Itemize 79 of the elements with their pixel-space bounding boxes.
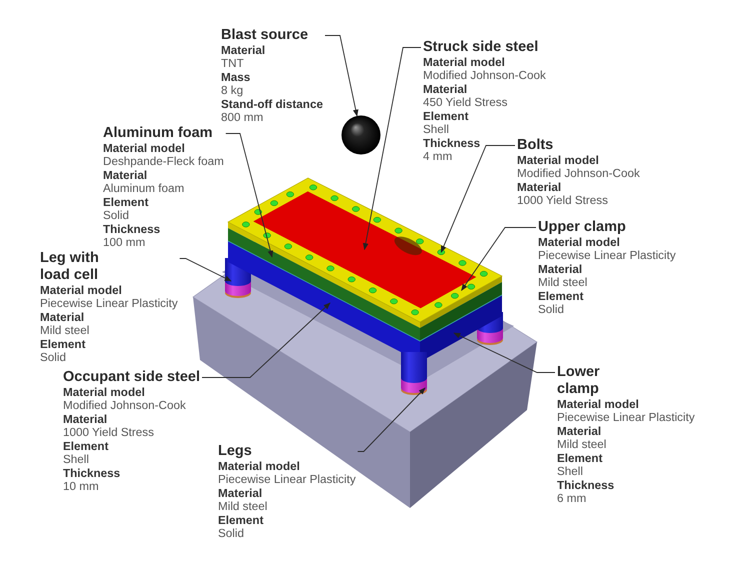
leader-line bbox=[461, 227, 536, 291]
property-value: 8 kg bbox=[221, 84, 244, 98]
property-name: Material bbox=[63, 412, 108, 426]
property-name: Material bbox=[40, 310, 84, 324]
property-name: Material model bbox=[423, 56, 505, 69]
property-name: Material bbox=[218, 486, 262, 500]
property-name: Thickness bbox=[63, 466, 120, 480]
property-name: Thickness bbox=[557, 478, 614, 492]
property-value: 4 mm bbox=[423, 150, 452, 164]
property-value: 6 mm bbox=[557, 492, 586, 506]
callout-title: Legs bbox=[218, 442, 252, 460]
callout-title: Leg with load cell bbox=[40, 250, 100, 284]
callout-title: Aluminum foam bbox=[103, 124, 213, 142]
property-name: Material model bbox=[63, 386, 145, 399]
property-name: Element bbox=[40, 338, 86, 351]
property-name: Material model bbox=[538, 236, 620, 249]
property-value: Modified Johnson-Cook bbox=[423, 69, 546, 82]
property-value: Mild steel bbox=[557, 438, 606, 452]
leader-line bbox=[362, 47, 422, 250]
property-value: Mild steel bbox=[218, 500, 268, 514]
property-name: Stand-off distance bbox=[221, 98, 323, 111]
property-name: Material bbox=[423, 82, 468, 96]
callout-title: Upper clamp bbox=[538, 218, 626, 236]
leader-line bbox=[225, 133, 274, 258]
property-name: Material bbox=[557, 424, 602, 438]
property-name: Element bbox=[423, 110, 468, 123]
property-value: Deshpande-Fleck foam bbox=[103, 155, 224, 168]
property-name: Element bbox=[103, 196, 148, 209]
property-value: Piecewise Linear Plasticity bbox=[218, 473, 356, 486]
leader-line bbox=[453, 332, 556, 373]
property-value: Shell bbox=[423, 123, 449, 136]
property-value: Aluminum foam bbox=[103, 182, 184, 196]
property-name: Material bbox=[221, 44, 266, 57]
callout-title: Struck side steel bbox=[423, 38, 538, 56]
property-name: Material bbox=[538, 262, 582, 276]
callout-title: Bolts bbox=[517, 136, 554, 154]
property-name: Material model bbox=[40, 284, 122, 297]
property-value: 100 mm bbox=[103, 236, 146, 250]
property-name: Element bbox=[218, 514, 264, 527]
property-name: Thickness bbox=[103, 222, 160, 236]
property-value: Mild steel bbox=[40, 324, 90, 338]
property-value: Piecewise Linear Plasticity bbox=[557, 411, 695, 424]
callout-title: Lower clamp bbox=[557, 364, 601, 398]
leader-line bbox=[202, 302, 330, 378]
property-name: Material model bbox=[557, 398, 639, 411]
property-value: Mild steel bbox=[538, 276, 588, 290]
leader-line bbox=[179, 258, 232, 282]
property-name: Mass bbox=[221, 70, 250, 84]
property-name: Thickness bbox=[423, 136, 480, 150]
sphere-icon bbox=[341, 115, 381, 155]
property-value: 1000 Yield Stress bbox=[517, 194, 608, 208]
property-value: Modified Johnson-Cook bbox=[63, 399, 186, 412]
property-value: 450 Yield Stress bbox=[423, 96, 508, 110]
property-value: Modified Johnson-Cook bbox=[517, 167, 640, 180]
leader-line bbox=[357, 388, 426, 452]
property-value: 800 mm bbox=[221, 111, 264, 124]
property-name: Material bbox=[103, 168, 148, 182]
property-value: Shell bbox=[557, 465, 583, 478]
callout-title: Blast source bbox=[221, 26, 308, 44]
leader-line bbox=[440, 145, 516, 253]
property-value: Solid bbox=[40, 351, 66, 364]
property-value: Solid bbox=[538, 303, 564, 316]
property-value: Shell bbox=[63, 453, 89, 466]
property-value: Piecewise Linear Plasticity bbox=[538, 249, 676, 262]
property-value: 10 mm bbox=[63, 480, 99, 494]
property-value: Solid bbox=[218, 527, 244, 540]
callout-title: Occupant side steel bbox=[63, 368, 200, 386]
property-name: Element bbox=[557, 452, 602, 465]
property-name: Material model bbox=[103, 142, 185, 155]
property-value: 1000 Yield Stress bbox=[63, 426, 154, 440]
property-value: Solid bbox=[103, 209, 129, 222]
property-name: Material model bbox=[218, 460, 300, 473]
property-name: Material bbox=[517, 180, 562, 194]
leader-line bbox=[324, 35, 358, 117]
property-value: Piecewise Linear Plasticity bbox=[40, 297, 178, 310]
property-value: TNT bbox=[221, 57, 244, 70]
property-name: Element bbox=[538, 290, 584, 303]
property-name: Element bbox=[63, 440, 108, 453]
property-name: Material model bbox=[517, 154, 599, 167]
